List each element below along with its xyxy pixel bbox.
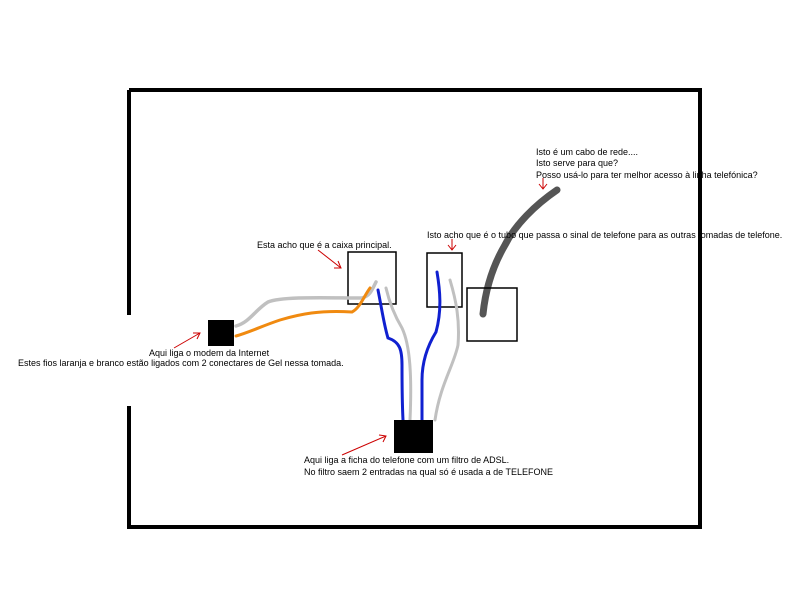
wire-white-left: [384, 286, 413, 422]
arrow-modem-head: [193, 332, 201, 340]
arrow-modem: [173, 332, 201, 349]
tube-box: [426, 252, 463, 308]
label-network-cable-3: Posso usá-lo para ter melhor acesso à li…: [536, 170, 758, 180]
network-box: [466, 287, 518, 342]
wire-blue-right: [420, 270, 442, 422]
label-network-cable-1: Isto é um cabo de rede....: [536, 147, 638, 157]
wall-outline: [127, 88, 702, 529]
arrow-network-cable: [538, 178, 548, 190]
phone-connector: [394, 420, 433, 453]
arrow-phone: [341, 434, 387, 456]
arrow-tube-box-head: [447, 244, 457, 251]
wire-blue-left: [376, 288, 405, 422]
label-network-cable-2: Isto serve para que?: [536, 158, 618, 168]
arrow-main-box: [317, 249, 342, 269]
arrow-network-cable-head: [538, 183, 548, 190]
network-cable: [479, 186, 561, 318]
arrow-modem-line: [173, 332, 201, 349]
label-phone-2: No filtro saem 2 entradas na qual só é u…: [304, 467, 553, 477]
arrow-tube-box: [447, 239, 457, 251]
wire-white-right: [433, 278, 460, 422]
arrow-main-box-line: [317, 249, 342, 269]
arrow-phone-line: [341, 435, 387, 456]
label-main-box: Esta acho que é a caixa principal.: [257, 240, 392, 250]
label-modem-2: Estes fios laranja e branco estão ligado…: [18, 358, 344, 368]
arrow-phone-head: [378, 434, 387, 443]
label-modem-1: Aqui liga o modem da Internet: [149, 348, 270, 358]
wire-white-modem: [234, 280, 378, 328]
wire-orange-modem: [234, 286, 372, 338]
label-tube-box: Isto acho que é o tubo que passa o sinal…: [427, 230, 782, 240]
wall-gap: [126, 318, 132, 406]
label-phone-1: Aqui liga a ficha do telefone com um fil…: [304, 455, 509, 465]
main-box: [347, 251, 397, 305]
modem-connector: [208, 320, 234, 346]
arrow-main-box-head: [334, 260, 342, 269]
